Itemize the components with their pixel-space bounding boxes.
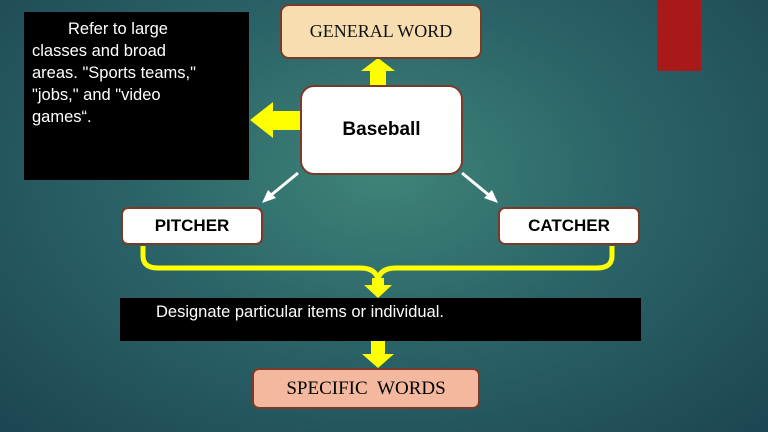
specific-description-band: Designate particular items or individual… [120,298,641,341]
left-arrow [250,102,300,138]
general-word-box: GENERAL WORD [280,4,482,59]
note-line: areas. "Sports teams," [32,64,196,82]
bracket [140,246,615,281]
note-line: "jobs," and "video [32,86,161,104]
diagonal-arrows [262,171,498,203]
pitcher-box: PITCHER [121,207,263,245]
bracket-arrow [364,278,392,298]
note-line: classes and broad [32,42,166,60]
note-line: games“. [32,108,92,126]
up-arrow [361,58,395,85]
baseball-box: Baseball [300,85,463,175]
catcher-box: CATCHER [498,207,640,245]
note-line: Refer to large [68,20,168,38]
down-arrow [362,341,394,368]
specific-words-box: SPECIFIC WORDS [252,368,480,409]
red-accent-bar [657,0,701,71]
general-description-box: Refer to large classes and broad areas. … [24,12,249,180]
